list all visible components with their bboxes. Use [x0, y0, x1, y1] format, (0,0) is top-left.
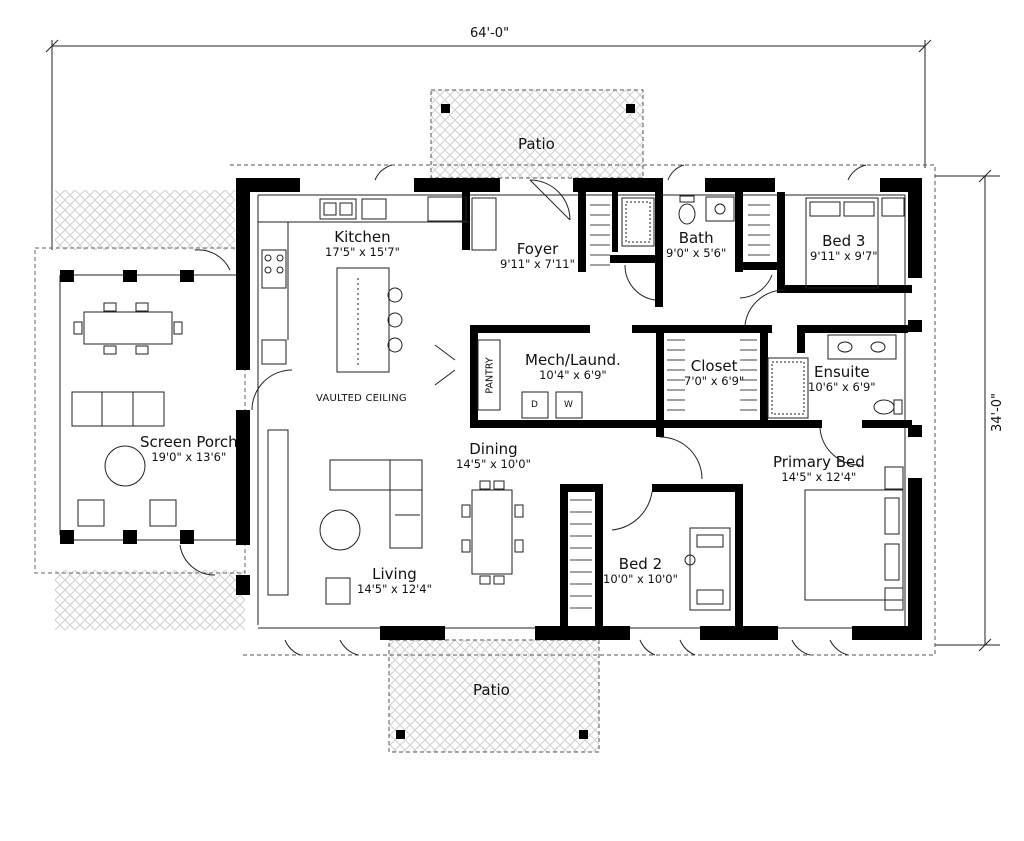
room-ensuite: Ensuite 10'6" x 6'9": [808, 363, 876, 395]
patio-areas: [34, 89, 644, 753]
room-name: Primary Bed: [773, 453, 865, 471]
room-bed3: Bed 3 9'11" x 9'7": [810, 232, 878, 264]
dining-furniture: [461, 480, 524, 585]
room-mech-laundry: Mech/Laund. 10'4" x 6'9": [525, 351, 621, 383]
room-name: Closet: [690, 357, 738, 375]
room-bath: Bath 9'0" x 5'6": [666, 229, 727, 261]
bath-fixtures: [621, 195, 735, 247]
room-dimensions: 14'5" x 10'0": [456, 457, 531, 472]
porch-furniture: [71, 302, 183, 527]
room-dimensions: 9'11" x 9'7": [810, 249, 878, 264]
washer-label: W: [564, 400, 573, 410]
room-dimensions: 10'4" x 6'9": [539, 368, 607, 383]
room-dimensions: 9'0" x 5'6": [666, 246, 727, 261]
patio-top-label: Patio: [518, 135, 555, 153]
room-living: Living 14'5" x 12'4": [357, 565, 432, 597]
walls: [60, 178, 922, 640]
room-name: Screen Porch: [140, 433, 238, 451]
room-name: Ensuite: [814, 363, 870, 381]
room-name: Kitchen: [334, 228, 391, 246]
room-kitchen: Kitchen 17'5" x 15'7": [325, 228, 400, 260]
room-primary-bed: Primary Bed 14'5" x 12'4": [773, 453, 865, 485]
room-dining: Dining 14'5" x 10'0": [456, 440, 531, 472]
room-screen-porch: Screen Porch 19'0" x 13'6": [140, 433, 238, 465]
room-name: Living: [372, 565, 417, 583]
overall-width-label: 64'-0": [470, 26, 510, 41]
room-dimensions: 17'5" x 15'7": [325, 245, 400, 260]
room-foyer: Foyer 9'11" x 7'11": [500, 240, 575, 272]
room-name: Bath: [678, 229, 714, 247]
pantry-label: PANTRY: [484, 357, 496, 394]
room-dimensions: 9'11" x 7'11": [500, 257, 575, 272]
room-dimensions: 19'0" x 13'6": [151, 450, 227, 465]
room-dimensions: 10'0" x 10'0": [603, 572, 678, 587]
room-dimensions: 10'6" x 6'9": [808, 380, 876, 395]
overall-depth-label: 34'-0": [990, 392, 1006, 433]
room-name: Dining: [469, 440, 518, 458]
room-name: Bed 3: [822, 232, 866, 250]
patio-bottom-label: Patio: [473, 681, 510, 699]
closet-shelves: [570, 204, 770, 609]
room-dimensions: 7'0" x 6'9": [684, 374, 745, 389]
room-bed2: Bed 2 10'0" x 10'0": [603, 555, 678, 587]
room-dimensions: 14'5" x 12'4": [357, 582, 432, 597]
doors: [179, 164, 867, 656]
room-closet: Closet 7'0" x 6'9": [684, 357, 745, 389]
dimension-lines: [45, 39, 1000, 652]
room-name: Bed 2: [618, 555, 663, 573]
dryer-label: D: [531, 400, 538, 410]
vaulted-ceiling-note: VAULTED CEILING: [316, 393, 407, 404]
room-name: Foyer: [516, 240, 559, 258]
bed2-furniture: [684, 527, 731, 611]
laundry-fixtures: [521, 391, 583, 419]
house-outline: [230, 164, 936, 656]
room-name: Mech/Laund.: [525, 351, 621, 369]
kitchen-fixtures: [258, 196, 501, 411]
primary-bed-furniture: [804, 466, 904, 611]
bed3-furniture: [805, 197, 905, 289]
room-dimensions: 14'5" x 12'4": [781, 470, 857, 485]
living-furniture: [267, 429, 423, 605]
ensuite-fixtures: [767, 334, 903, 419]
